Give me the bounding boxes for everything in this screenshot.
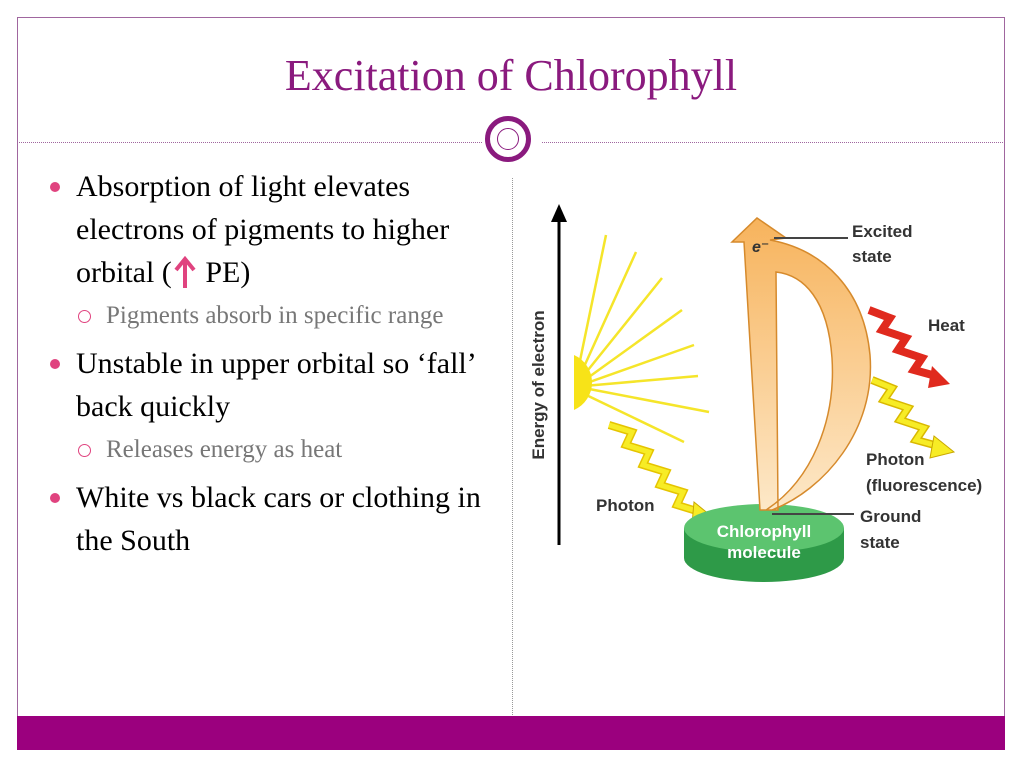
bullet-list: Absorption of light elevates electrons o…	[48, 165, 488, 566]
bullet-cars: White vs black cars or clothing in the S…	[48, 476, 488, 562]
sun-icon	[574, 234, 710, 444]
excitation-arrow	[730, 217, 872, 511]
chlorophyll-molecule-disk	[684, 504, 844, 582]
title-rule-left	[17, 142, 482, 143]
heat-squiggle	[867, 306, 938, 380]
bullet-unstable: Unstable in upper orbital so ‘fall’ back…	[48, 342, 488, 428]
up-arrow-icon	[174, 256, 196, 288]
fluorescence-label-line1: Photon	[866, 450, 925, 469]
ground-state-label-line2: state	[860, 533, 900, 552]
bullet-dot	[50, 182, 60, 192]
ground-state-label-line1: Ground	[860, 507, 921, 526]
fluorescence-arrowhead	[929, 435, 956, 459]
bullet-text: PE)	[197, 256, 251, 289]
excited-state-label-line1: Excited	[852, 222, 912, 241]
sub-bullet-text: Releases energy as heat	[106, 436, 343, 463]
bullet-dot	[50, 493, 60, 503]
bullet-text: Unstable in upper orbital so ‘fall’ back…	[76, 347, 475, 423]
bullet-dot	[50, 359, 60, 369]
sub-bullet-circle	[78, 444, 91, 457]
bullet-text: Absorption of light elevates electrons o…	[76, 170, 450, 289]
excitation-diagram: Energy of electron e⁻ Excited state Heat…	[529, 204, 982, 582]
energy-axis	[551, 204, 567, 545]
slide-title: Excitation of Chlorophyll	[284, 51, 738, 100]
bullet-text: White vs black cars or clothing in the S…	[76, 481, 481, 557]
sub-bullet-heat: Releases energy as heat	[48, 432, 488, 468]
molecule-label-line1: Chlorophyll	[717, 522, 811, 541]
heat-label: Heat	[928, 316, 965, 335]
electron-label: e⁻	[752, 239, 769, 256]
excited-state-label-line2: state	[852, 247, 892, 266]
title-rule-right	[542, 142, 1005, 143]
sub-bullet-pigments: Pigments absorb in specific range	[48, 298, 488, 334]
y-axis-label: Energy of electron	[529, 310, 548, 459]
heat-arrowhead	[928, 366, 950, 388]
photon-label: Photon	[596, 496, 655, 515]
molecule-label-line2: molecule	[727, 543, 801, 562]
sub-bullet-text: Pigments absorb in specific range	[106, 302, 444, 329]
footer-accent-bar	[17, 716, 1005, 750]
bullet-absorption: Absorption of light elevates electrons o…	[48, 165, 488, 294]
sub-bullet-circle	[78, 310, 91, 323]
title-ring-ornament	[485, 116, 531, 162]
column-divider	[512, 178, 513, 715]
fluorescence-label-line2: (fluorescence)	[866, 476, 982, 495]
